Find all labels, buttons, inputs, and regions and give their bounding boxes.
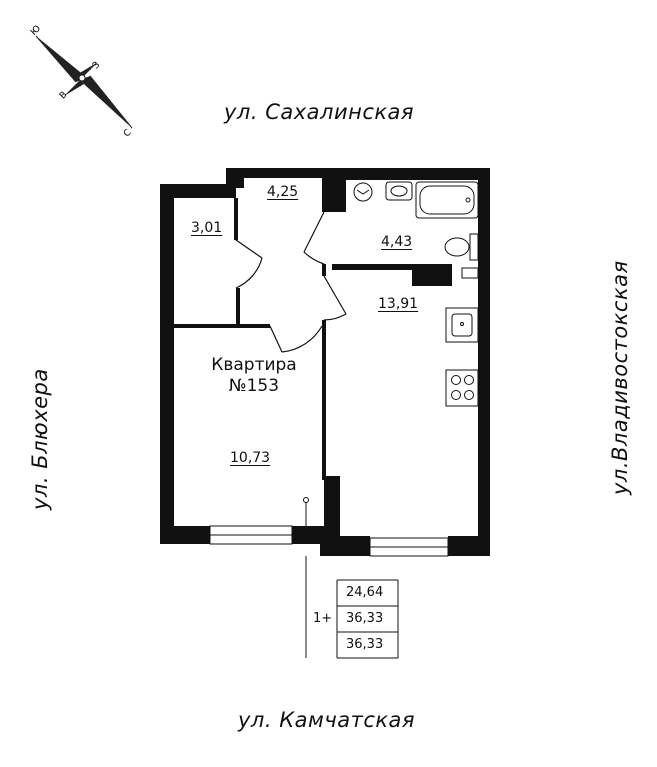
summary-rooms-label: 1+ [313,611,333,626]
interior-walls [174,198,326,480]
room-area-hall: 4,25 [267,184,299,200]
compass-s-label: С [122,128,134,140]
summary-total-area-2: 36,33 [346,637,384,652]
summary-living-area: 24,64 [346,585,384,600]
street-label-top: ул. Сахалинская [224,100,415,124]
compass-icon: Ю С З В [29,24,134,140]
compass-w-label: В [58,90,69,101]
apartment-title: Квартира №153 [196,355,312,397]
windows [209,525,449,557]
apartment-title-line1: Квартира [211,355,297,375]
kitchen-fixtures [445,267,479,407]
stove-icon [445,369,479,407]
compass-e-label: З [91,60,102,71]
marker-icon [303,497,309,526]
exterior-walls [160,168,490,556]
room-area-kitchen: 13,91 [378,296,419,312]
summary-total-area: 36,33 [346,611,384,626]
street-label-bottom: ул. Камчатская [238,708,416,732]
summary-table [305,556,399,659]
doors [235,211,347,353]
compass-n-label: Ю [29,24,43,38]
apartment-number: №153 [228,376,280,396]
room-area-bedroom: 10,73 [230,450,271,466]
toilet-tank-icon [469,233,479,261]
toilet-icon [444,237,470,257]
room-area-bathroom: 4,43 [381,234,413,250]
room-area-storage: 3,01 [191,220,223,236]
bathroom-fixtures [353,181,479,261]
